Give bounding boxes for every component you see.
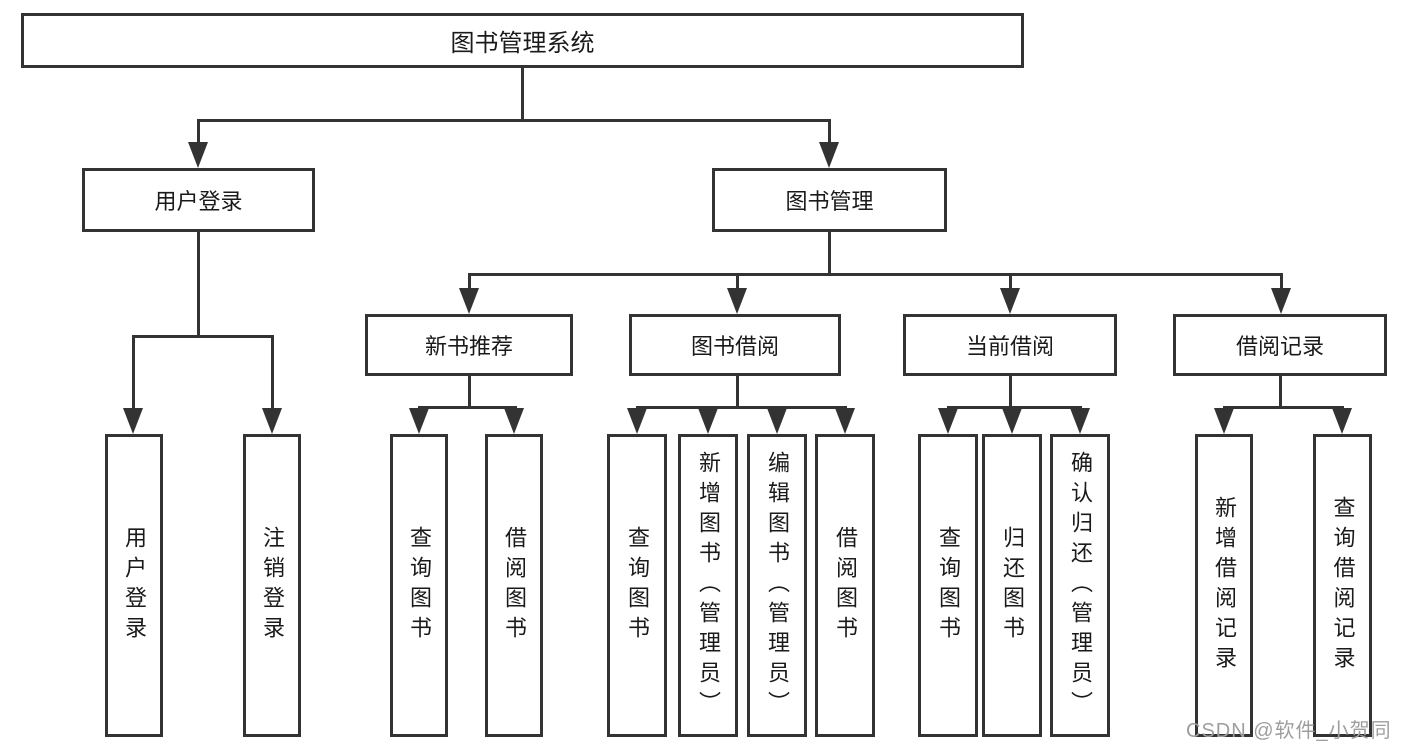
connector-borrow-records-drop bbox=[1280, 273, 1283, 290]
arrowhead-leaf-return bbox=[1002, 408, 1022, 434]
node-borrow-records: 借阅记录 bbox=[1173, 314, 1387, 376]
connector-borrow-records-stem bbox=[1279, 376, 1282, 409]
arrowhead-leaf-edit-book bbox=[767, 408, 787, 434]
arrowhead-leaf-query2 bbox=[627, 408, 647, 434]
connector-book-borrow-stem bbox=[736, 376, 739, 409]
arrowhead-leaf-query3 bbox=[938, 408, 958, 434]
leaf-add-borrow-record: 新增借阅记录 bbox=[1195, 434, 1253, 737]
arrowhead-leaf-borrow2 bbox=[835, 408, 855, 434]
leaf-query-borrow-record: 查询借阅记录 bbox=[1313, 434, 1372, 737]
node-current-borrow: 当前借阅 bbox=[903, 314, 1117, 376]
connector-user-login-drop bbox=[197, 119, 200, 144]
arrowhead-book-borrow bbox=[727, 288, 747, 314]
node-user-login: 用户登录 bbox=[82, 168, 315, 232]
leaf-user-login: 用户登录 bbox=[105, 434, 163, 737]
connector-new-book-drop bbox=[468, 273, 471, 290]
arrowhead-book-mgmt bbox=[819, 142, 839, 168]
leaf-logout: 注销登录 bbox=[243, 434, 301, 737]
arrowhead-leaf-add-book bbox=[698, 408, 718, 434]
connector-current-borrow-stem bbox=[1009, 376, 1012, 409]
leaf-edit-book-admin: 编辑图书（管理员） bbox=[747, 434, 807, 737]
arrowhead-current-borrow bbox=[1000, 288, 1020, 314]
arrowhead-user-login bbox=[188, 142, 208, 168]
connector-root-stem bbox=[521, 68, 524, 122]
connector-book-borrow-bar bbox=[636, 406, 847, 409]
leaf-add-book-admin: 新增图书（管理员） bbox=[678, 434, 738, 737]
arrowhead-leaf-query-record bbox=[1332, 408, 1352, 434]
node-book-management: 图书管理 bbox=[712, 168, 947, 232]
connector-current-borrow-drop bbox=[1009, 273, 1012, 290]
leaf-query-books-borrow: 查询图书 bbox=[607, 434, 667, 737]
connector-book-mgmt-stem bbox=[828, 232, 831, 276]
arrowhead-leaf-logout bbox=[262, 408, 282, 434]
leaf-query-books-recommend: 查询图书 bbox=[390, 434, 448, 737]
node-root: 图书管理系统 bbox=[21, 13, 1024, 68]
arrowhead-new-book bbox=[459, 288, 479, 314]
connector-user-login-bar bbox=[132, 335, 274, 338]
connector-root-bar bbox=[197, 119, 831, 122]
connector-new-book-bar bbox=[418, 406, 517, 409]
arrowhead-leaf-query1 bbox=[409, 408, 429, 434]
connector-leaf-logout-drop bbox=[271, 335, 274, 410]
leaf-confirm-return-admin: 确认归还（管理员） bbox=[1050, 434, 1110, 737]
connector-book-borrow-drop bbox=[736, 273, 739, 290]
arrowhead-leaf-borrow1 bbox=[504, 408, 524, 434]
arrowhead-leaf-add-record bbox=[1214, 408, 1234, 434]
leaf-borrow-books-borrow: 借阅图书 bbox=[815, 434, 875, 737]
leaf-query-books-current: 查询图书 bbox=[918, 434, 978, 737]
connector-borrow-records-bar bbox=[1223, 406, 1344, 409]
leaf-return-book: 归还图书 bbox=[982, 434, 1042, 737]
connector-book-mgmt-drop bbox=[828, 119, 831, 144]
connector-leaf-user-login-drop bbox=[132, 335, 135, 410]
node-new-book-recommend: 新书推荐 bbox=[365, 314, 573, 376]
csdn-watermark: CSDN @软件_小贺同学 bbox=[1186, 720, 1392, 742]
arrowhead-borrow-records bbox=[1271, 288, 1291, 314]
connector-current-borrow-bar bbox=[947, 406, 1082, 409]
connector-new-book-stem bbox=[468, 376, 471, 409]
connector-book-mgmt-bar bbox=[468, 273, 1282, 276]
arrowhead-leaf-user-login bbox=[123, 408, 143, 434]
leaf-borrow-books-recommend: 借阅图书 bbox=[485, 434, 543, 737]
arrowhead-leaf-confirm-return bbox=[1070, 408, 1090, 434]
connector-user-login-stem bbox=[197, 232, 200, 338]
node-book-borrow: 图书借阅 bbox=[629, 314, 841, 376]
